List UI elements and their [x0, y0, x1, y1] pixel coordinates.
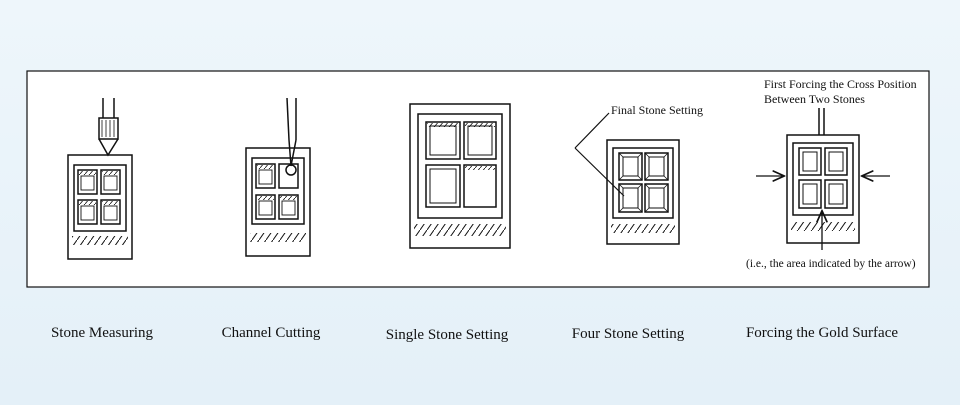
- four-stones: [618, 152, 669, 213]
- caption-forcing-gold-surface: Forcing the Gold Surface: [746, 325, 898, 341]
- caption-stone-measuring: Stone Measuring: [51, 325, 154, 341]
- stone-measuring-figure: [67, 98, 133, 260]
- final-stone-setting-label: Final Stone Setting: [611, 103, 703, 117]
- single-stone-setting-figure: [409, 103, 511, 249]
- forced-stones: [798, 147, 848, 209]
- arrow-note-label: (i.e., the area indicated by the arrow): [746, 258, 916, 270]
- channel-cutting-figure: [245, 97, 311, 257]
- caption-channel-cutting: Channel Cutting: [222, 325, 321, 341]
- first-forcing-label-line2: Between Two Stones: [764, 92, 865, 106]
- first-forcing-label-line1: First Forcing the Cross Position: [764, 77, 917, 91]
- four-stone-setting-figure: [574, 112, 680, 245]
- forcing-gold-surface-figure: [756, 108, 890, 250]
- final-stone-setting-pointer: [574, 112, 625, 197]
- caption-single-stone-setting: Single Stone Setting: [386, 327, 509, 343]
- caption-four-stone-setting: Four Stone Setting: [572, 326, 685, 342]
